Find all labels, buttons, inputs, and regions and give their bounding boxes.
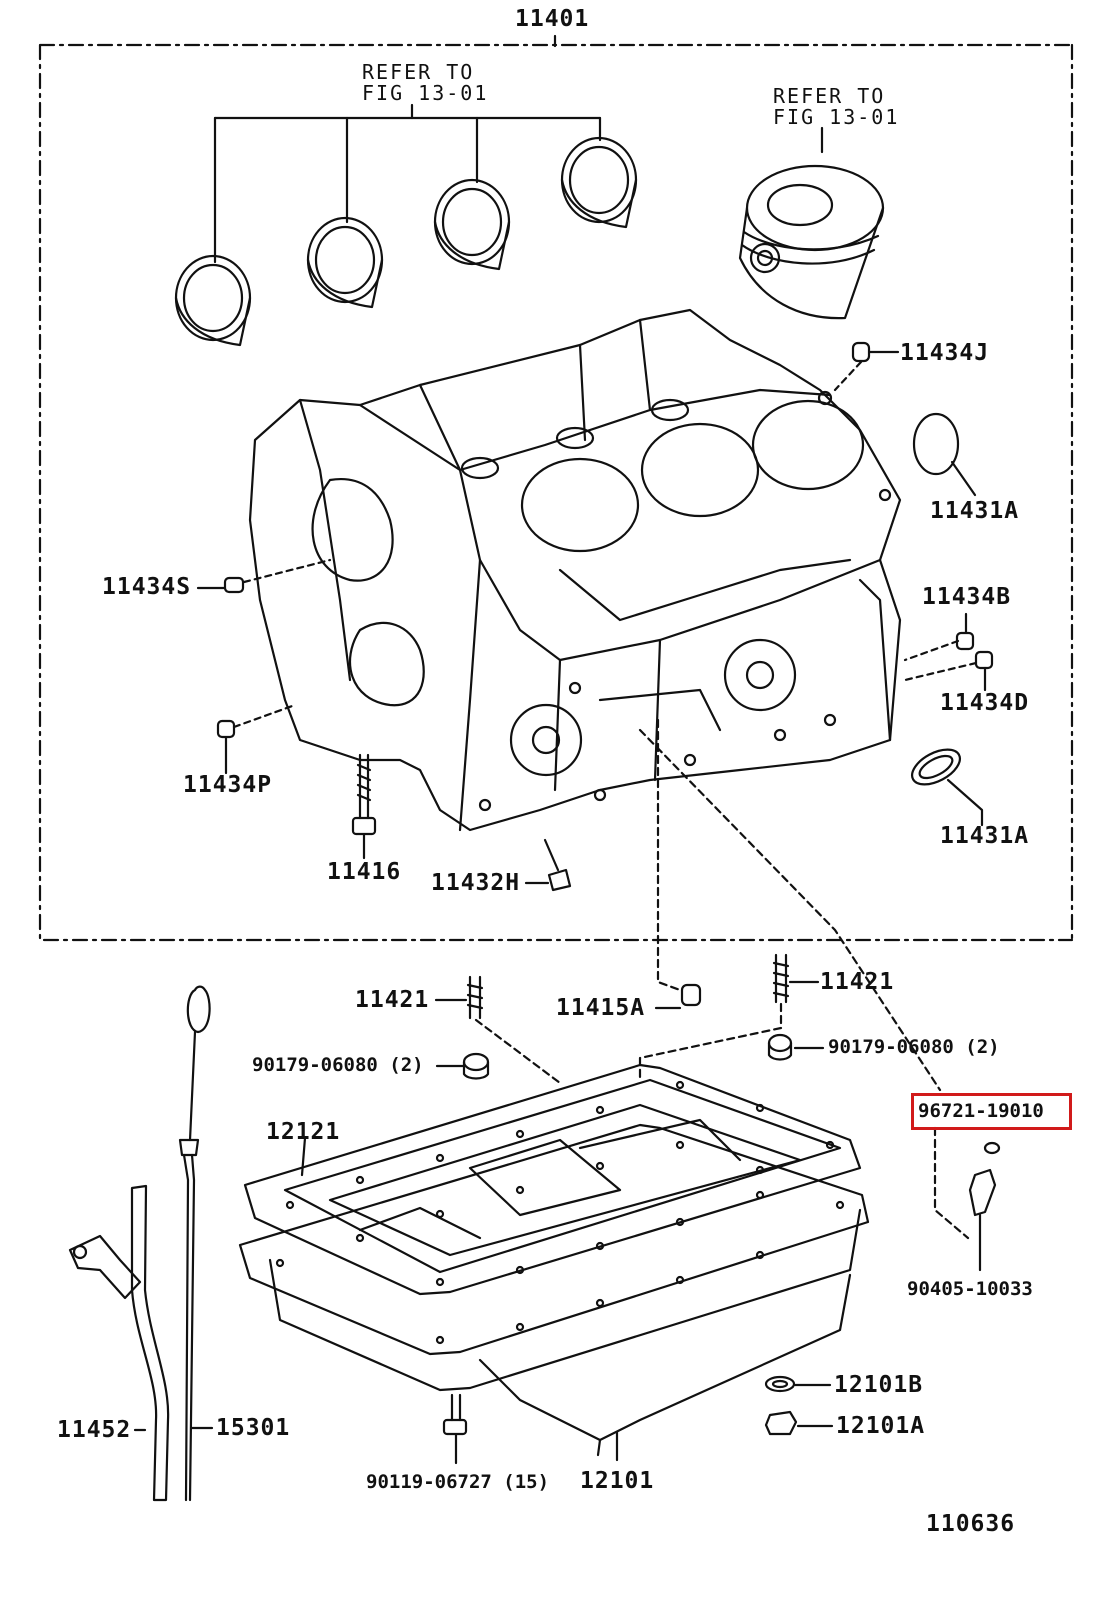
gasket-12101B — [764, 1375, 832, 1393]
engine-block — [248, 308, 902, 832]
part-label-90119[interactable]: 90119-06727 (15) — [366, 1471, 550, 1493]
bearing-1 — [174, 254, 252, 347]
part-label-11434D[interactable]: 11434D — [940, 690, 1030, 716]
part-label-12121[interactable]: 12121 — [266, 1119, 341, 1145]
seal-11431A-bottom — [911, 748, 984, 827]
bearing-refer-line-1: REFER TO — [362, 60, 475, 84]
bearing-refer-bracket — [213, 103, 602, 264]
bearing-refer-note: REFER TO FIG 13-01 — [362, 62, 488, 104]
plug-12101A — [764, 1410, 834, 1436]
part-label-90179-left[interactable]: 90179-06080 (2) — [252, 1054, 424, 1076]
leader-96721 — [638, 728, 942, 1092]
part-label-11434S[interactable]: 11434S — [102, 574, 192, 600]
piston — [738, 126, 885, 320]
guide-tube-11452 — [68, 1184, 170, 1502]
piston-refer-line-1: REFER TO — [773, 84, 886, 108]
part-label-11415A[interactable]: 11415A — [556, 995, 646, 1021]
part-label-12101[interactable]: 12101 — [580, 1468, 655, 1494]
leader-11415A — [656, 718, 682, 992]
assembly-part-number: 11401 — [515, 6, 590, 32]
diagram-number: 110636 — [926, 1511, 1016, 1537]
bearing-4 — [560, 136, 638, 229]
plug-11434J — [833, 341, 900, 392]
bearing-2 — [306, 216, 384, 309]
part-label-90179-right[interactable]: 90179-06080 (2) — [828, 1036, 1000, 1058]
stud-11421-right — [638, 953, 820, 1082]
part-label-96721[interactable]: 96721-19010 — [918, 1100, 1044, 1122]
plug-11432H — [524, 838, 572, 892]
piston-refer-line-2: FIG 13-01 — [773, 105, 900, 129]
oil-pan-upper — [243, 1063, 862, 1296]
highlight-box — [911, 1093, 1072, 1130]
plug-90405 — [968, 1168, 997, 1272]
nut-90179-right — [767, 1033, 825, 1061]
part-label-11434P[interactable]: 11434P — [183, 772, 273, 798]
part-label-11421-right[interactable]: 11421 — [820, 969, 895, 995]
part-label-15301[interactable]: 15301 — [216, 1415, 291, 1441]
part-label-11431A-top[interactable]: 11431A — [930, 498, 1020, 524]
pin-11434P — [216, 703, 297, 775]
piston-refer-note: REFER TO FIG 13-01 — [773, 86, 899, 128]
part-label-11432H[interactable]: 11432H — [431, 870, 521, 896]
dipstick-15301 — [178, 985, 214, 1502]
bolt-11416 — [351, 753, 377, 860]
nut-90179-left — [435, 1052, 490, 1080]
oil-pan-lower — [238, 1123, 870, 1462]
bearing-refer-line-2: FIG 13-01 — [362, 81, 489, 105]
part-label-11421-left[interactable]: 11421 — [355, 987, 430, 1013]
part-label-11434B[interactable]: 11434B — [922, 584, 1012, 610]
bolt-90119 — [442, 1393, 468, 1465]
pin-11434D — [903, 650, 994, 692]
plug-11415A — [654, 983, 702, 1010]
part-label-90405[interactable]: 90405-10033 — [907, 1278, 1033, 1300]
part-label-11431A-bottom[interactable]: 11431A — [940, 823, 1030, 849]
part-label-11452[interactable]: 11452 — [57, 1417, 132, 1443]
part-label-11434J[interactable]: 11434J — [900, 340, 990, 366]
pin-11434S — [196, 558, 332, 594]
part-label-12101B[interactable]: 12101B — [834, 1372, 924, 1398]
stud-11421-left — [434, 975, 562, 1085]
part-label-12101A[interactable]: 12101A — [836, 1413, 926, 1439]
plug-11431A-top — [912, 412, 977, 497]
pin-11434B — [903, 612, 975, 662]
bearing-3 — [433, 178, 511, 271]
part-label-11416[interactable]: 11416 — [327, 859, 402, 885]
gasket-96721 — [933, 1126, 1001, 1240]
